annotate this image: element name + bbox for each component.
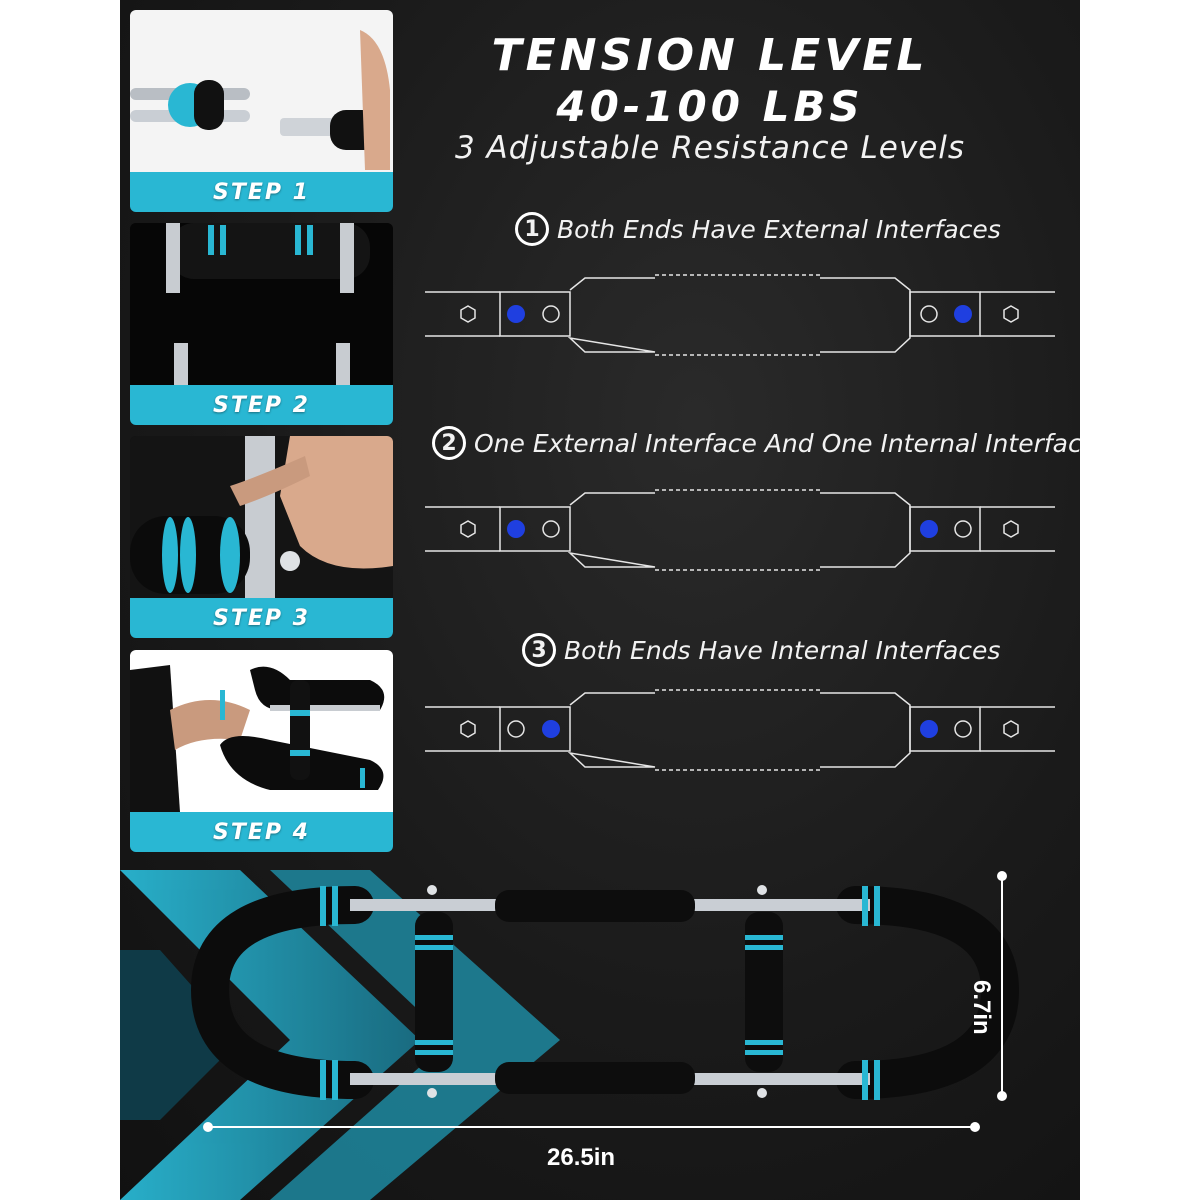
option-3-text: Both Ends Have Internal Interfaces: [564, 635, 1001, 665]
heading-lbs-range: 40-100 LBS: [556, 82, 864, 131]
step-1-label: STEP 1: [213, 179, 310, 205]
option-2-label: 2 One External Interface And One Interna…: [432, 426, 1080, 460]
dimension-line-height: [997, 871, 1007, 1101]
step-4-panel: STEP 4: [130, 650, 393, 852]
dimension-width-label: 26.5in: [547, 1144, 616, 1171]
pin-active: [920, 520, 938, 538]
product-infographic: STEP 1 STEP 2: [120, 0, 1080, 1200]
step-1-photo: [130, 10, 393, 172]
step-1-banner: STEP 1: [130, 172, 393, 212]
step-3-photo: [130, 436, 393, 598]
option-3-label: 3 Both Ends Have Internal Interfaces: [522, 633, 1000, 667]
option-1-number: 1: [515, 212, 549, 246]
step-4-label: STEP 4: [213, 819, 310, 845]
option-2-text: One External Interface And One Internal …: [474, 428, 1080, 458]
subtitle: 3 Adjustable Resistance Levels: [454, 130, 966, 166]
step-3-banner: STEP 3: [130, 598, 393, 638]
dimension-height-label: 6.7in: [968, 980, 995, 1035]
pin-active: [507, 305, 525, 323]
dimension-line-width: [203, 1122, 980, 1132]
step-2-label: STEP 2: [213, 392, 310, 418]
step-2-panel: STEP 2: [130, 223, 393, 425]
step-3-label: STEP 3: [213, 605, 310, 631]
option-1-text: Both Ends Have External Interfaces: [557, 214, 1001, 244]
pin-active: [954, 305, 972, 323]
pin-active: [920, 720, 938, 738]
pin-active: [507, 520, 525, 538]
pin-active: [542, 720, 560, 738]
chevron-decoration: [120, 870, 560, 1200]
step-3-panel: STEP 3: [130, 436, 393, 638]
option-1-label: 1 Both Ends Have External Interfaces: [515, 212, 1001, 246]
step-2-photo: [130, 223, 393, 385]
step-4-banner: STEP 4: [130, 812, 393, 852]
option-2-number: 2: [432, 426, 466, 460]
step-2-banner: STEP 2: [130, 385, 393, 425]
step-1-panel: STEP 1: [130, 10, 393, 212]
step-4-photo: [130, 650, 393, 812]
option-3-number: 3: [522, 633, 556, 667]
heading-tension-level: TENSION LEVEL: [491, 30, 929, 81]
